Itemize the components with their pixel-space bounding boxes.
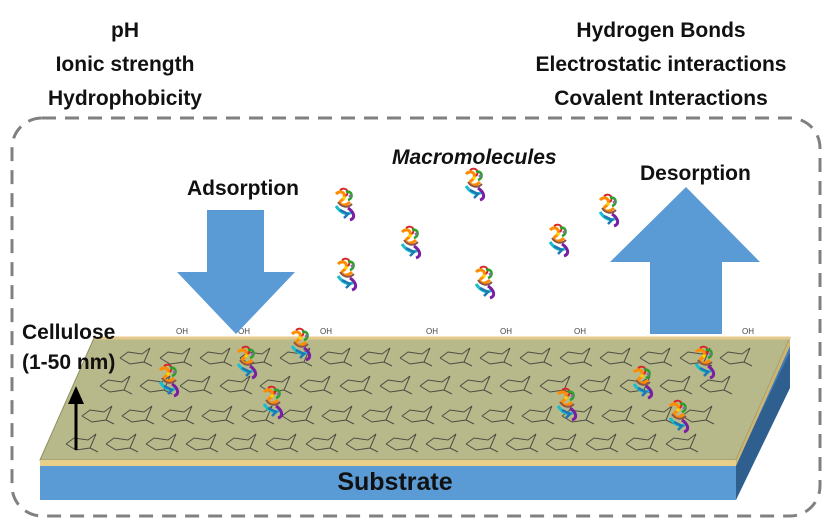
macromolecules-label: Macromolecules bbox=[392, 146, 557, 169]
dashed-enclosure bbox=[10, 116, 822, 518]
svg-text:OH: OH bbox=[500, 327, 512, 336]
cellulose-label: Cellulose bbox=[22, 321, 116, 344]
cellulose-thickness-label: (1-50 nm) bbox=[22, 351, 116, 374]
up-arrow-icon bbox=[610, 187, 760, 334]
svg-text:OH: OH bbox=[426, 327, 438, 336]
factor-hydrophobicity: Hydrophobicity bbox=[47, 87, 202, 110]
thickness-arrow-icon bbox=[68, 386, 84, 450]
interaction-covalent: Covalent Interactions bbox=[554, 87, 768, 110]
svg-text:OH: OH bbox=[320, 327, 332, 336]
factor-ph: pH bbox=[111, 19, 139, 42]
protein-molecule-icon bbox=[334, 167, 620, 300]
interaction-electrostatic: Electrostatic interactions bbox=[535, 53, 787, 76]
substrate-label: Substrate bbox=[337, 468, 453, 496]
svg-text:OH: OH bbox=[176, 327, 188, 336]
svg-text:OH: OH bbox=[574, 327, 586, 336]
svg-text:OH: OH bbox=[742, 327, 754, 336]
svg-text:OH: OH bbox=[238, 327, 250, 336]
down-arrow-icon bbox=[177, 210, 295, 334]
adsorption-label: Adsorption bbox=[187, 177, 299, 200]
factor-ionic-strength: Ionic strength bbox=[55, 53, 195, 76]
desorption-label: Desorption bbox=[640, 162, 751, 185]
interaction-hydrogen-bonds: Hydrogen Bonds bbox=[576, 19, 746, 42]
cellulose-film bbox=[39, 336, 791, 466]
